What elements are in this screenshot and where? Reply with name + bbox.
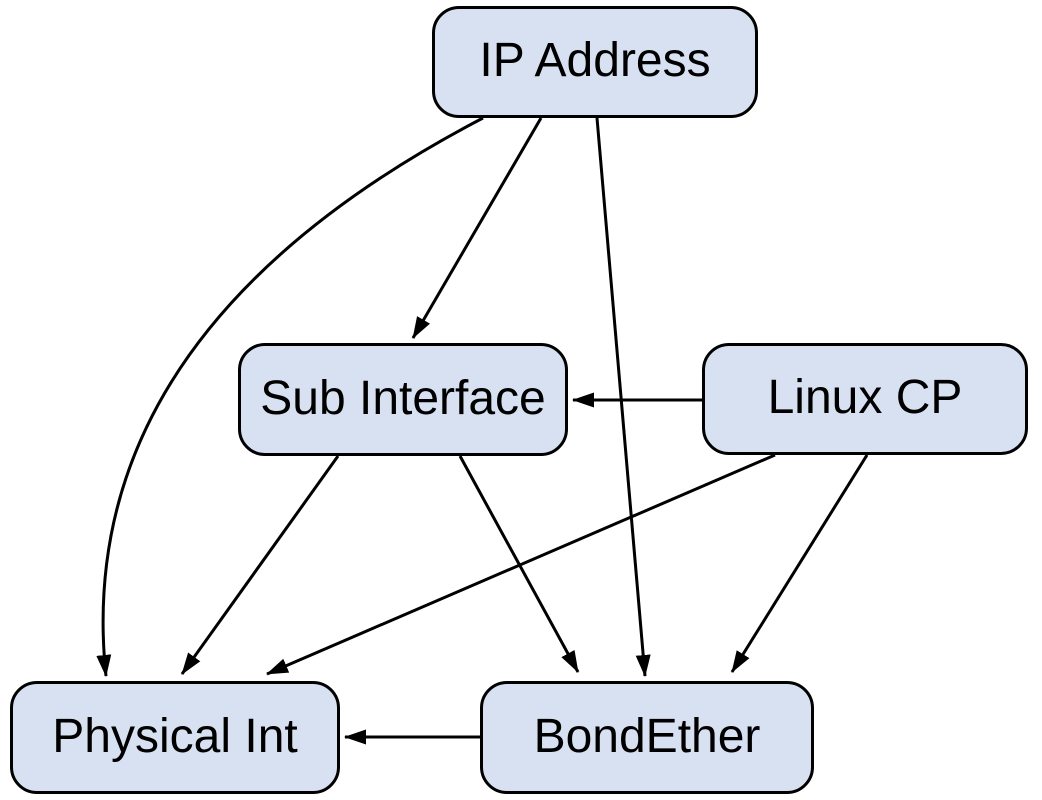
node-physical-int: Physical Int	[10, 681, 340, 794]
node-label-ip-address: IP Address	[479, 34, 711, 87]
edge-ip-address-to-bondether	[595, 117, 651, 677]
node-bondether: BondEther	[480, 681, 814, 794]
edge-ip-address-to-physical-int	[96, 116, 484, 677]
edge-sub-interface-to-bondether	[458, 455, 580, 673]
edge-linux-cp-to-bondether	[730, 454, 869, 673]
node-sub-interface: Sub Interface	[238, 343, 568, 456]
node-ip-address: IP Address	[432, 6, 758, 118]
edge-linux-cp-to-physical-int	[266, 453, 776, 676]
node-linux-cp: Linux CP	[702, 343, 1028, 455]
node-label-physical-int: Physical Int	[52, 709, 298, 763]
edge-group	[96, 116, 869, 745]
edge-ip-address-to-sub-interface	[411, 117, 543, 339]
node-label-linux-cp: Linux CP	[767, 371, 963, 424]
node-label-sub-interface: Sub Interface	[260, 371, 546, 425]
node-label-bondether: BondEther	[533, 709, 761, 763]
edge-sub-interface-to-physical-int	[180, 455, 340, 675]
